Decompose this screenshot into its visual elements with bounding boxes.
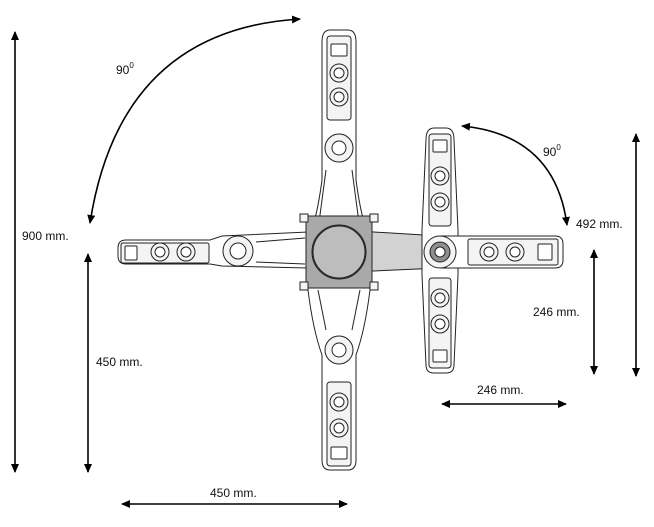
dimension-lines [11, 15, 640, 508]
dimension-labels: 900 900 900 mm. 450 mm. 450 mm. 492 mm. … [20, 61, 623, 500]
angle-label-small: 900 [543, 143, 561, 159]
center-beam [299, 213, 441, 291]
angle-arc-large [87, 15, 301, 224]
dim-label-246-vertical: 246 mm. [533, 305, 580, 319]
dim-label-900: 900 mm. [22, 229, 69, 243]
angle-arc-small [461, 122, 570, 226]
dim-label-450-horizontal: 450 mm. [210, 486, 257, 500]
dim-label-492: 492 mm. [576, 217, 623, 231]
right-horizontal-arm [423, 235, 564, 269]
dim-label-246-horizontal: 246 mm. [477, 383, 524, 397]
angle-label-large: 900 [116, 61, 134, 77]
dim-label-450-vertical: 450 mm. [96, 355, 143, 369]
left-horizontal-arm [117, 231, 309, 269]
